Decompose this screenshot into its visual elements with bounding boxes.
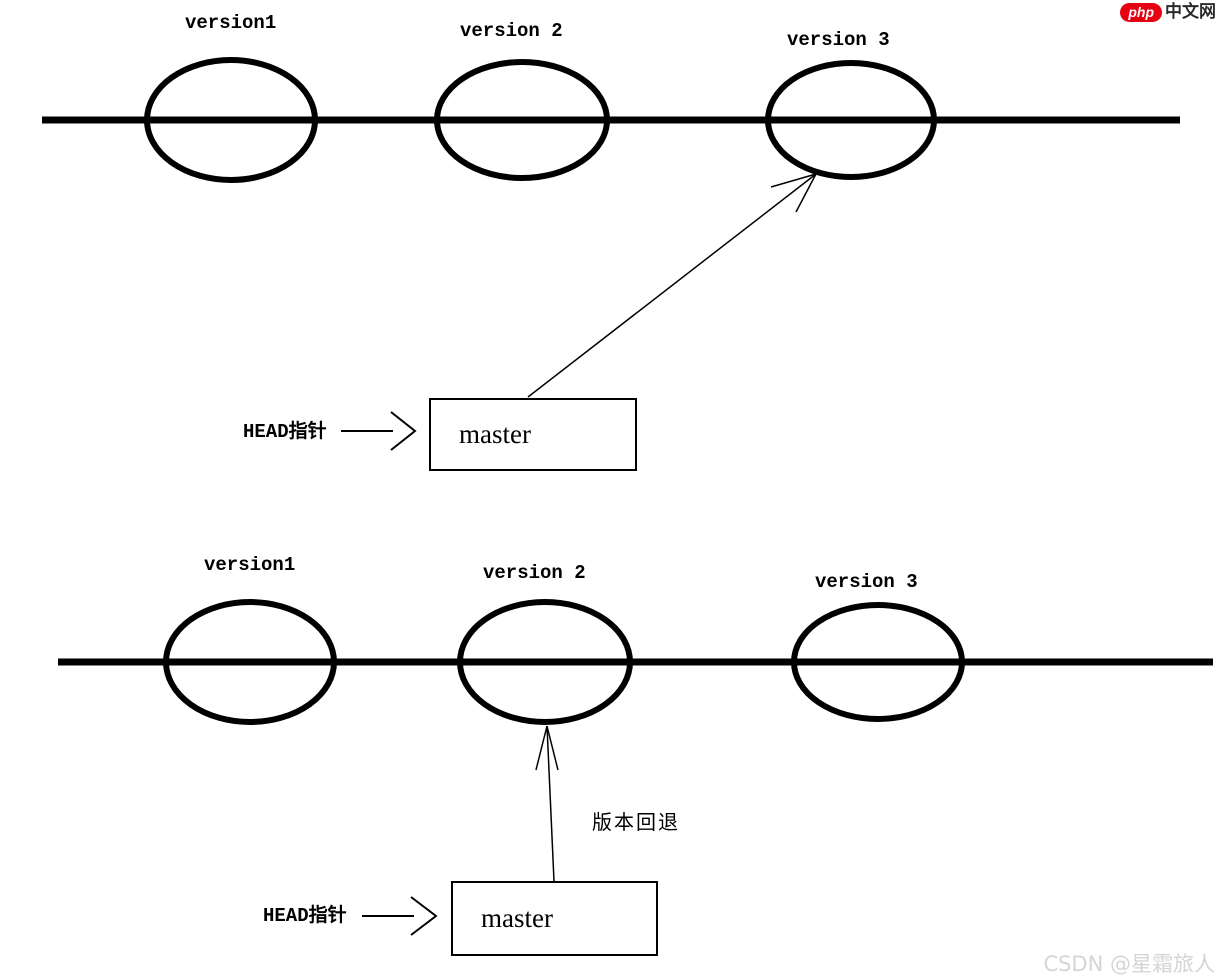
rollback-arrow-barb1 <box>535 725 548 771</box>
branch-box-top: master <box>429 398 637 471</box>
node-label-top-version3: version 3 <box>787 29 890 51</box>
branch-box-label-bottom: master <box>481 903 553 933</box>
head-pointer-label-bottom: HEAD指针 <box>263 905 347 927</box>
commit-node-top-version2 <box>434 59 610 181</box>
php-logo-sitename: 中文网 <box>1165 2 1216 22</box>
php-cn-logo: php 中文网 <box>1120 3 1216 22</box>
csdn-watermark: CSDN @星霜旅人 <box>1043 952 1215 976</box>
rollback-arrow-barb2 <box>546 725 559 771</box>
commit-node-bottom-version3 <box>791 602 965 722</box>
head-pointer-label-top: HEAD指针 <box>243 421 327 443</box>
node-label-bottom-version1: version1 <box>204 554 296 576</box>
commit-node-top-version1 <box>144 57 318 183</box>
node-label-bottom-version3: version 3 <box>815 571 918 593</box>
head-arrow-head-top <box>390 411 417 451</box>
head-arrow-head-bottom <box>410 896 438 936</box>
rollback-label: 版本回退 <box>592 810 680 834</box>
node-label-top-version2: version 2 <box>460 20 563 42</box>
commit-node-top-version3 <box>765 60 937 180</box>
node-label-bottom-version2: version 2 <box>483 562 586 584</box>
branch-arrow-barb1-top <box>770 173 817 188</box>
rollback-arrow-line <box>546 725 555 882</box>
branch-box-bottom: master <box>451 881 658 956</box>
commit-node-bottom-version2 <box>457 599 633 725</box>
branch-arrow-barb2-top <box>795 173 817 213</box>
node-label-top-version1: version1 <box>185 12 277 34</box>
branch-arrow-line-top <box>527 173 817 398</box>
commit-node-bottom-version1 <box>163 599 337 725</box>
branch-box-label-top: master <box>459 419 531 449</box>
php-logo-badge: php <box>1120 3 1162 22</box>
